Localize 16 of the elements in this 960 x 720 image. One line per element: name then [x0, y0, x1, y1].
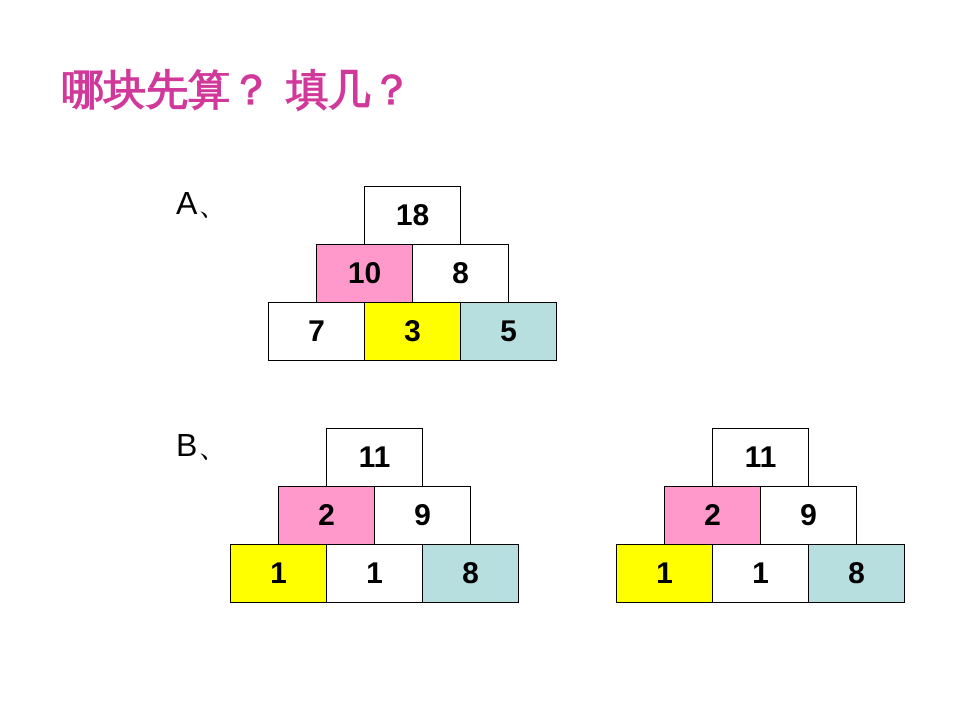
title: 哪块先算？ 填几？: [62, 64, 413, 116]
number-box: 10: [316, 244, 413, 303]
number-box: 1: [616, 544, 713, 603]
section-label: B、: [176, 426, 230, 465]
number-box: 3: [364, 302, 461, 361]
section-label: A、: [176, 184, 230, 223]
number-box: 11: [326, 428, 423, 487]
number-box: 2: [278, 486, 375, 545]
number-box: 5: [460, 302, 557, 361]
number-box: 18: [364, 186, 461, 245]
number-box: 11: [712, 428, 809, 487]
number-box: 2: [664, 486, 761, 545]
number-box: 8: [422, 544, 519, 603]
number-box: 1: [230, 544, 327, 603]
number-box: 8: [808, 544, 905, 603]
number-box: 7: [268, 302, 365, 361]
